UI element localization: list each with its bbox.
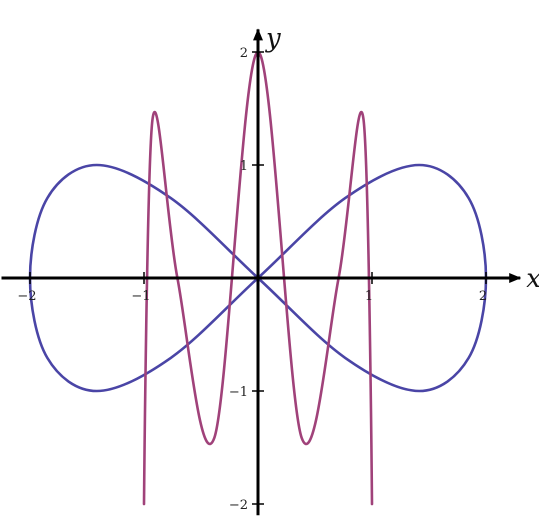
y-tick-label: 1	[240, 159, 248, 174]
ticks-layer: −2 −1 1 2 2 1 −1 −2	[17, 46, 487, 513]
x-tick-label: 2	[479, 289, 487, 304]
y-tick-label: −1	[229, 385, 248, 400]
y-axis-label: y	[265, 23, 281, 53]
axes-layer	[1, 28, 522, 516]
y-tick-label: −2	[229, 498, 248, 513]
x-axis-label: x	[526, 264, 539, 294]
x-tick-label: 1	[365, 289, 373, 304]
x-tick-label: −2	[17, 289, 36, 304]
y-tick-label: 2	[240, 46, 248, 61]
x-tick-label: −1	[131, 289, 150, 304]
